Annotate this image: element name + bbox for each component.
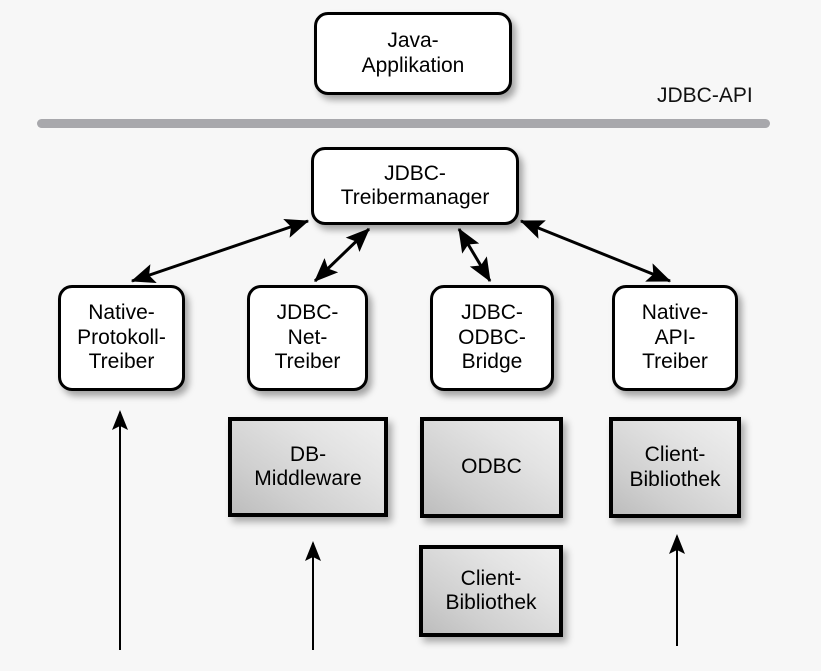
- node-client-bibliothek-native-api[interactable]: Client- Bibliothek: [609, 417, 741, 518]
- edge-treibermanager-to-jdbc-odbc: [457, 227, 492, 283]
- node-db-middleware[interactable]: DB- Middleware: [228, 417, 388, 517]
- node-jdbc-odbc-bridge[interactable]: JDBC- ODBC- Bridge: [430, 285, 554, 391]
- jdbc-api-label: JDBC-API: [657, 84, 753, 107]
- edge-treibermanager-to-jdbc-net: [313, 227, 371, 283]
- node-jdbc-net-treiber[interactable]: JDBC- Net- Treiber: [247, 285, 368, 391]
- edge-treibermanager-to-native-protokoll: [130, 218, 310, 284]
- node-native-protokoll-treiber[interactable]: Native- Protokoll- Treiber: [58, 285, 185, 391]
- jdbc-api-separator-bar: [37, 119, 770, 128]
- node-client-bibliothek-odbc[interactable]: Client- Bibliothek: [419, 545, 563, 637]
- edge-treibermanager-to-native-api: [519, 219, 672, 283]
- node-odbc[interactable]: ODBC: [420, 417, 563, 518]
- node-java-application[interactable]: Java- Applikation: [314, 12, 512, 95]
- node-native-api-treiber[interactable]: Native- API- Treiber: [612, 285, 738, 391]
- node-jdbc-treibermanager[interactable]: JDBC- Treibermanager: [311, 147, 519, 225]
